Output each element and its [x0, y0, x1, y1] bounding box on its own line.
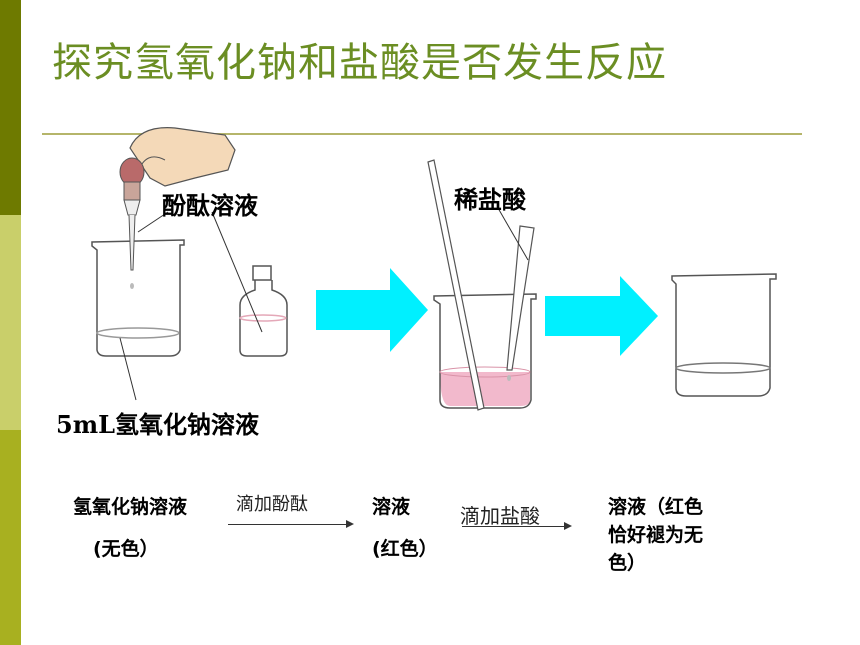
leader-indicator: [211, 211, 263, 333]
step3-line3: 色）: [608, 552, 647, 574]
sidebar-decoration: [0, 0, 21, 645]
indicator-bottle: [239, 265, 288, 357]
sidebar-band-mid: [0, 430, 21, 645]
title-divider: [42, 133, 802, 135]
slide-title: 探究氢氧化钠和盐酸是否发生反应: [52, 40, 667, 86]
step1-name: 氢氧化钠溶液: [73, 496, 188, 518]
arrow2-label: 滴加盐酸: [460, 504, 540, 528]
arrow2-head: [564, 522, 572, 530]
beaker-1: [91, 239, 185, 357]
flow-arrow-2: [545, 276, 658, 356]
step2-name: 溶液: [372, 496, 411, 518]
step3-line1: 溶液（红色: [608, 496, 704, 518]
step2-state: (红色）: [372, 538, 438, 560]
beaker-2: [427, 159, 537, 411]
sidebar-band-light: [0, 215, 21, 430]
arrow1-line: [228, 524, 348, 525]
sidebar-band-dark: [0, 0, 21, 215]
leader-hcl: [497, 207, 529, 261]
arrow2-line: [462, 526, 566, 527]
label-dilute-hcl: 稀盐酸: [454, 186, 526, 214]
flow-arrow-1: [316, 268, 428, 352]
beaker-3: [671, 273, 777, 397]
label-naoh-volume: 5mL氢氧化钠溶液: [56, 410, 259, 439]
arrow1-label: 滴加酚酞: [236, 494, 308, 515]
leader-dropper: [137, 211, 169, 233]
step3-line2: 恰好褪为无: [608, 524, 704, 546]
label-phenolphthalein: 酚酞溶液: [162, 192, 258, 220]
leader-naoh: [119, 337, 137, 401]
step1-state: (无色）: [93, 538, 159, 560]
dropper-hand: [119, 127, 236, 289]
arrow1-head: [346, 520, 354, 528]
